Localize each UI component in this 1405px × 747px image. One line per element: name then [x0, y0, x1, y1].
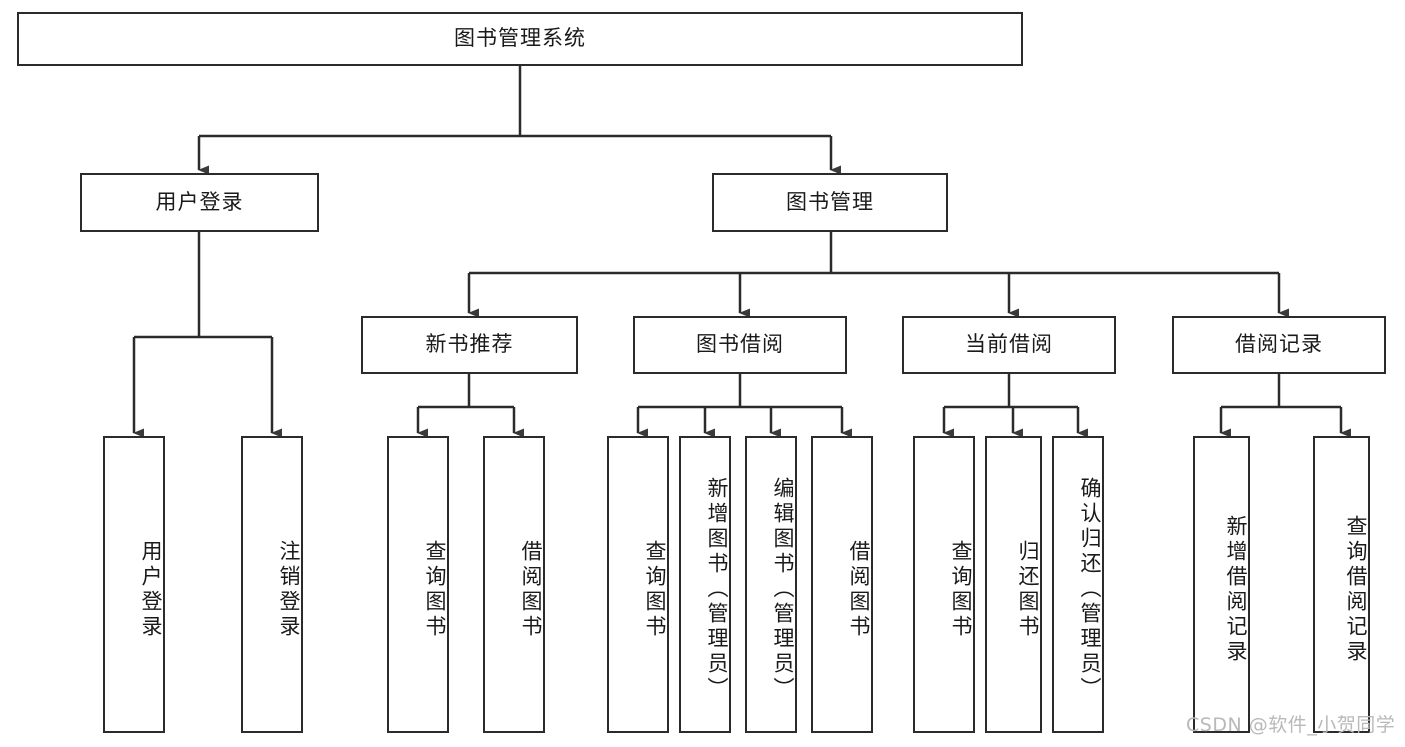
node-leaf-borrow-book-1[interactable]: 借阅图书 — [483, 436, 545, 733]
node-leaf-query-book-3[interactable]: 查询图书 — [913, 436, 975, 733]
node-leaf-query-book-2[interactable]: 查询图书 — [607, 436, 669, 733]
node-leaf-query-record[interactable]: 查询借阅记录 — [1313, 436, 1370, 733]
node-leaf-borrow-book-1-label: 借阅图书 — [519, 539, 543, 640]
node-leaf-confirm-return-label: 确认归还（管理员） — [1078, 477, 1102, 702]
node-leaf-user-login[interactable]: 用户登录 — [103, 436, 165, 733]
node-leaf-return-book-label: 归还图书 — [1016, 539, 1040, 640]
node-book-manage[interactable]: 图书管理 — [712, 173, 948, 232]
csdn-watermark: CSDN @软件_小贺同学 — [1186, 714, 1396, 736]
node-borrow-record-label: 借阅记录 — [1235, 332, 1323, 357]
node-new-book-rec[interactable]: 新书推荐 — [361, 316, 578, 374]
node-leaf-query-record-label: 查询借阅记录 — [1344, 514, 1368, 665]
node-leaf-add-book-label: 新增图书（管理员） — [705, 477, 729, 702]
node-root[interactable]: 图书管理系统 — [17, 12, 1023, 66]
node-book-manage-label: 图书管理 — [786, 189, 874, 214]
node-leaf-add-book[interactable]: 新增图书（管理员） — [679, 436, 731, 733]
node-leaf-add-record[interactable]: 新增借阅记录 — [1193, 436, 1250, 733]
node-leaf-edit-book-label: 编辑图书（管理员） — [771, 477, 795, 702]
node-leaf-return-book[interactable]: 归还图书 — [985, 436, 1042, 733]
node-leaf-borrow-book-2-label: 借阅图书 — [847, 539, 871, 640]
node-leaf-query-book-1-label: 查询图书 — [423, 539, 447, 640]
node-book-borrow[interactable]: 图书借阅 — [633, 316, 847, 374]
node-book-borrow-label: 图书借阅 — [696, 332, 784, 357]
node-leaf-query-book-3-label: 查询图书 — [949, 539, 973, 640]
node-leaf-confirm-return[interactable]: 确认归还（管理员） — [1052, 436, 1104, 733]
node-root-label: 图书管理系统 — [454, 26, 586, 51]
node-user-login[interactable]: 用户登录 — [80, 173, 319, 232]
node-leaf-user-logout-label: 注销登录 — [277, 539, 301, 640]
node-leaf-user-logout[interactable]: 注销登录 — [241, 436, 303, 733]
node-borrow-record[interactable]: 借阅记录 — [1172, 316, 1386, 374]
node-new-book-rec-label: 新书推荐 — [425, 332, 514, 357]
node-user-login-label: 用户登录 — [155, 189, 244, 214]
node-current-borrow-label: 当前借阅 — [965, 332, 1053, 357]
node-current-borrow[interactable]: 当前借阅 — [902, 316, 1116, 374]
node-leaf-user-login-label: 用户登录 — [139, 539, 163, 640]
node-leaf-add-record-label: 新增借阅记录 — [1224, 514, 1248, 665]
node-leaf-query-book-2-label: 查询图书 — [643, 539, 667, 640]
node-leaf-borrow-book-2[interactable]: 借阅图书 — [811, 436, 873, 733]
node-leaf-query-book-1[interactable]: 查询图书 — [387, 436, 449, 733]
node-leaf-edit-book[interactable]: 编辑图书（管理员） — [745, 436, 797, 733]
